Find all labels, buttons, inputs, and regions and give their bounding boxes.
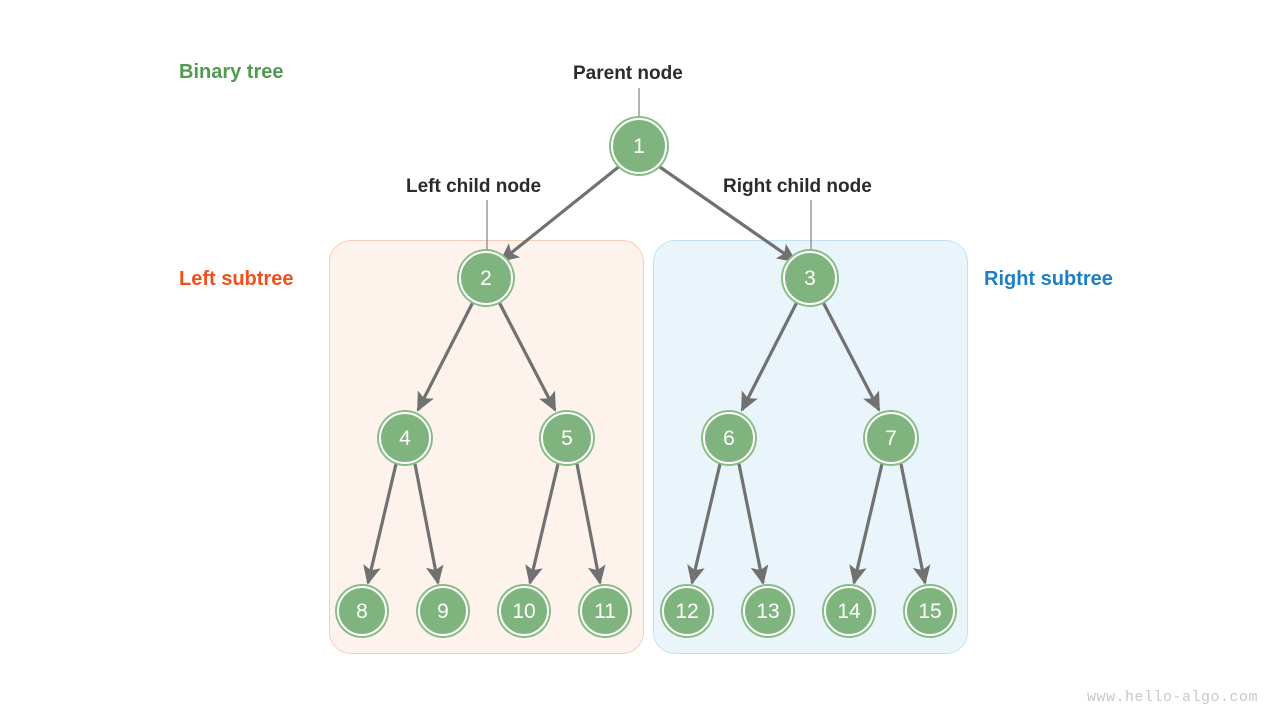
edge-3-6 [740, 301, 799, 412]
annotation-right-subtree: Right subtree [984, 268, 1113, 290]
annotation-left-subtree: Left subtree [179, 268, 294, 290]
watermark: www.hello-algo.com [1086, 689, 1258, 706]
annotation-right-child-node: Right child node [723, 176, 872, 197]
tree-node-14[interactable]: 14 [824, 586, 874, 636]
edge-5-10 [525, 463, 560, 585]
tree-node-11[interactable]: 11 [580, 586, 630, 636]
annotation-left-child-node: Left child node [406, 176, 542, 197]
tree-node-15[interactable]: 15 [905, 586, 955, 636]
tree-node-4[interactable]: 4 [379, 412, 431, 464]
tree-node-1[interactable]: 1 [611, 118, 667, 174]
tree-node-12[interactable]: 12 [662, 586, 712, 636]
edge-2-4 [416, 301, 475, 412]
edge-4-8 [363, 463, 398, 585]
tree-node-8[interactable]: 8 [337, 586, 387, 636]
tree-node-13[interactable]: 13 [743, 586, 793, 636]
edge-7-14 [849, 463, 884, 585]
edge-5-11 [575, 463, 606, 585]
edge-4-9 [413, 463, 444, 585]
annotation-parent-node: Parent node [573, 63, 683, 84]
tree-node-3[interactable]: 3 [783, 251, 837, 305]
edge-6-12 [687, 463, 722, 585]
tree-node-6[interactable]: 6 [703, 412, 755, 464]
tree-node-2[interactable]: 2 [459, 251, 513, 305]
edge-2-5 [497, 301, 557, 412]
tree-edges [363, 163, 931, 585]
tree-node-7[interactable]: 7 [865, 412, 917, 464]
edge-1-2 [499, 163, 622, 263]
tree-node-5[interactable]: 5 [541, 412, 593, 464]
edge-3-7 [821, 301, 881, 412]
tree-node-10[interactable]: 10 [499, 586, 549, 636]
edge-6-13 [737, 463, 769, 585]
diagram-title: Binary tree [179, 61, 284, 83]
annotation-pointer-lines [486, 88, 812, 250]
edge-1-3 [656, 163, 797, 263]
edge-7-15 [899, 463, 931, 585]
tree-node-9[interactable]: 9 [418, 586, 468, 636]
